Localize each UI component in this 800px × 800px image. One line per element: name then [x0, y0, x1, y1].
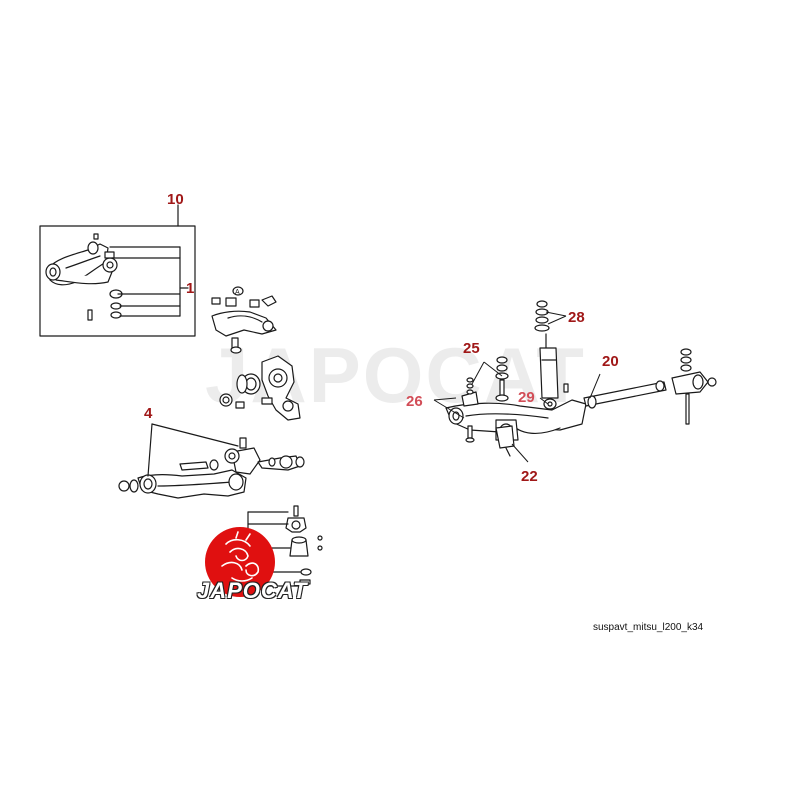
callout-22: 22	[521, 468, 538, 485]
diagram-caption: suspavt_mitsu_l200_k34	[593, 622, 704, 633]
callout-25: 25	[463, 340, 480, 357]
callout-1: 1	[186, 280, 195, 297]
japocat-logo-text: JAPOCAT	[197, 578, 308, 603]
inset-leader-lines	[109, 246, 189, 317]
callout-20: 20	[602, 353, 619, 370]
shock-absorber	[534, 300, 569, 410]
japocat-logo-emblem	[205, 527, 275, 597]
svg-text:A: A	[235, 289, 240, 296]
upper-arm-inset-frame	[39, 225, 196, 337]
ball-joint-exploded	[285, 505, 323, 585]
leader-4	[147, 423, 239, 477]
tie-rod-end	[257, 455, 305, 471]
callout-29: 29	[518, 389, 535, 406]
stabilizer-bracket	[495, 425, 515, 457]
strut-bar	[583, 348, 717, 425]
callout-26: 26	[406, 393, 423, 410]
crossmember	[445, 391, 587, 443]
upper-arm-assembly: A	[211, 286, 277, 354]
upper-control-arm-inset	[45, 233, 123, 321]
right-leader-lines	[433, 311, 601, 463]
callout-10: 10	[167, 191, 184, 208]
steering-knuckle	[219, 355, 301, 421]
callout-28: 28	[568, 309, 585, 326]
callout-4: 4	[144, 405, 153, 422]
lower-control-arm	[118, 437, 261, 499]
